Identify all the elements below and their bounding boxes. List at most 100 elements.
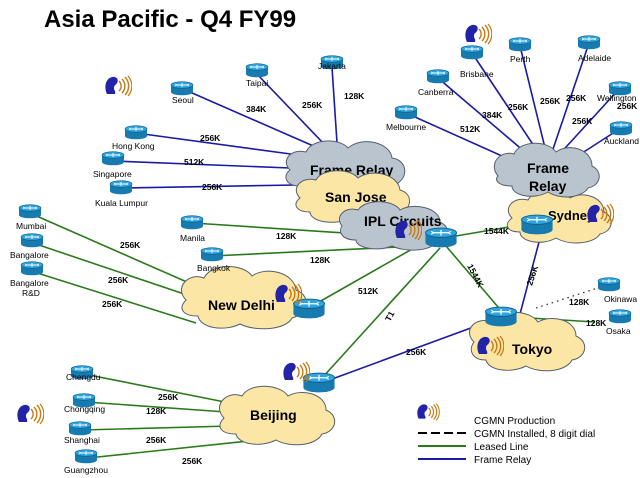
speed-label-perth: 256K xyxy=(540,96,561,106)
page-title: Asia Pacific - Q4 FY99 xyxy=(44,6,296,33)
link-kuala-lumpur xyxy=(120,184,297,189)
site-label-perth: Perth xyxy=(510,54,531,64)
router-icon-shanghai[interactable] xyxy=(68,421,92,436)
phone-icon-brisbane xyxy=(464,23,492,45)
router-icon-hong-kong[interactable] xyxy=(124,125,148,140)
site-label-kuala-lumpur: Kuala Lumpur xyxy=(95,198,148,208)
speed-label-sydney-tokyo: 256K xyxy=(524,263,540,286)
legend-frame-relay-label: Frame Relay xyxy=(474,455,531,466)
router-icon-bangalore-rd[interactable] xyxy=(20,261,44,276)
site-label-jakarta: Jakarta xyxy=(318,61,346,71)
router-icon-beijing-hub[interactable] xyxy=(302,372,336,394)
site-label-seoul: Seoul xyxy=(172,95,194,105)
router-icon-taipai[interactable] xyxy=(245,63,269,78)
router-icon-osaka[interactable] xyxy=(608,309,632,324)
router-icon-tokyo-hub[interactable] xyxy=(484,306,518,328)
site-label-guangzhou: Guangzhou xyxy=(64,465,108,475)
speed-label-auckland: 256K xyxy=(572,116,593,126)
speed-label-wellington: 256K xyxy=(617,101,638,111)
site-label-mumbai: Mumbai xyxy=(16,221,46,231)
link-mumbai xyxy=(31,213,197,287)
router-icon-adelaide[interactable] xyxy=(577,35,601,50)
site-label-bangalore: Bangalore xyxy=(10,250,49,260)
speed-label-chongqing: 128K xyxy=(146,406,167,416)
router-icon-new-delhi-hub[interactable] xyxy=(292,298,326,320)
speed-label-bangalore-rd: 256K xyxy=(102,299,123,309)
legend-phone-icon xyxy=(416,403,440,421)
speed-label-kuala-lumpur: 256K xyxy=(202,182,223,192)
speed-label-jakarta: 128K xyxy=(344,91,365,101)
speed-label-seoul: 384K xyxy=(246,104,267,114)
site-label-wellington: Wellington xyxy=(597,93,637,103)
phone-icon-chongqing xyxy=(16,403,44,425)
router-icon-ipl-hub[interactable] xyxy=(424,227,458,249)
speed-label-sydney: 1544K xyxy=(484,226,510,236)
speed-label-mumbai: 256K xyxy=(120,240,141,250)
router-icon-brisbane[interactable] xyxy=(460,45,484,60)
router-icon-manila[interactable] xyxy=(180,215,204,230)
link-beijing-tokyo xyxy=(323,317,499,383)
link-okinawa xyxy=(535,283,611,309)
cloud-label-tokyo: Tokyo xyxy=(512,341,552,357)
link-seoul xyxy=(182,88,319,149)
speed-label-chengdu: 256K xyxy=(158,392,179,402)
link-taipai xyxy=(254,71,326,146)
router-icon-perth[interactable] xyxy=(508,37,532,52)
router-icon-auckland[interactable] xyxy=(609,121,633,136)
legend-leased-label: Leased Line xyxy=(474,442,529,453)
site-label-bangkok: Bangkok xyxy=(197,263,231,273)
link-chongqing xyxy=(85,401,227,413)
site-label-bangalore-rd-2: R&D xyxy=(22,288,40,298)
speed-label-tokyo-hub: 1544K xyxy=(465,262,486,290)
link-perth xyxy=(519,45,547,153)
speed-label-manila: 128K xyxy=(276,231,297,241)
speed-label-canberra: 384K xyxy=(482,110,503,120)
legend-installed-label: CGMN Installed, 8 digit dial xyxy=(474,429,595,440)
site-label-chongqing: Chongqing xyxy=(64,404,105,414)
speed-label-new-delhi: 512K xyxy=(358,286,379,296)
frame-relay-cloud-right: Frame Relay xyxy=(493,142,600,198)
speed-label-beijing-ipl: T1 xyxy=(383,309,397,323)
site-label-manila: Manila xyxy=(180,233,205,243)
router-icon-melbourne[interactable] xyxy=(394,105,418,120)
router-icon-bangalore[interactable] xyxy=(20,233,44,248)
speed-label-osaka: 128K xyxy=(586,318,607,328)
cloud-label-sydney: Sydney xyxy=(548,208,595,223)
site-label-taipai: Taipai xyxy=(246,78,268,88)
router-icon-mumbai[interactable] xyxy=(18,204,42,219)
speed-label-shanghai: 256K xyxy=(146,435,167,445)
cloud-label-new-delhi: New Delhi xyxy=(208,297,275,313)
speed-label-adelaide: 256K xyxy=(566,93,587,103)
speed-label-hong-kong: 256K xyxy=(200,133,221,143)
site-label-bangalore-rd-1: Bangalore xyxy=(10,278,49,288)
site-label-auckland: Auckland xyxy=(604,136,639,146)
speed-label-bangalore: 256K xyxy=(108,275,129,285)
site-labels: Seoul Taipai Jakarta Hong Kong Singapore… xyxy=(10,53,639,475)
legend: CGMN Production CGMN Installed, 8 digit … xyxy=(416,403,595,466)
link-singapore xyxy=(112,160,291,169)
link-hong-kong xyxy=(135,132,299,156)
new-delhi-cloud: New Delhi xyxy=(181,266,307,330)
router-icon-canberra[interactable] xyxy=(426,69,450,84)
router-icon-guangzhou[interactable] xyxy=(74,449,98,464)
speed-label-taipai: 256K xyxy=(302,100,323,110)
link-new-delhi xyxy=(311,239,429,307)
router-icon-okinawa[interactable] xyxy=(597,277,621,292)
beijing-cloud: Beijing xyxy=(219,385,336,446)
speed-label-bangkok: 128K xyxy=(310,255,331,265)
router-icon-kuala-lumpur[interactable] xyxy=(109,180,133,195)
speed-label-guangzhou: 256K xyxy=(182,456,203,466)
router-icon-sydney-hub[interactable] xyxy=(520,214,554,236)
phone-icon-seoul xyxy=(104,75,132,97)
speed-label-okinawa: 128K xyxy=(569,297,590,307)
site-label-adelaide: Adelaide xyxy=(578,53,611,63)
router-icon-singapore[interactable] xyxy=(101,151,125,166)
speed-label-melbourne: 512K xyxy=(460,124,481,134)
cloud-label-relay: Relay xyxy=(529,178,567,194)
router-icon-bangkok[interactable] xyxy=(200,247,224,262)
clouds-layer: Frame Relay San Jose IPL Circuits Sydney… xyxy=(181,140,612,446)
site-label-chengdu: Chengdu xyxy=(66,372,101,382)
router-icon-seoul[interactable] xyxy=(170,81,194,96)
